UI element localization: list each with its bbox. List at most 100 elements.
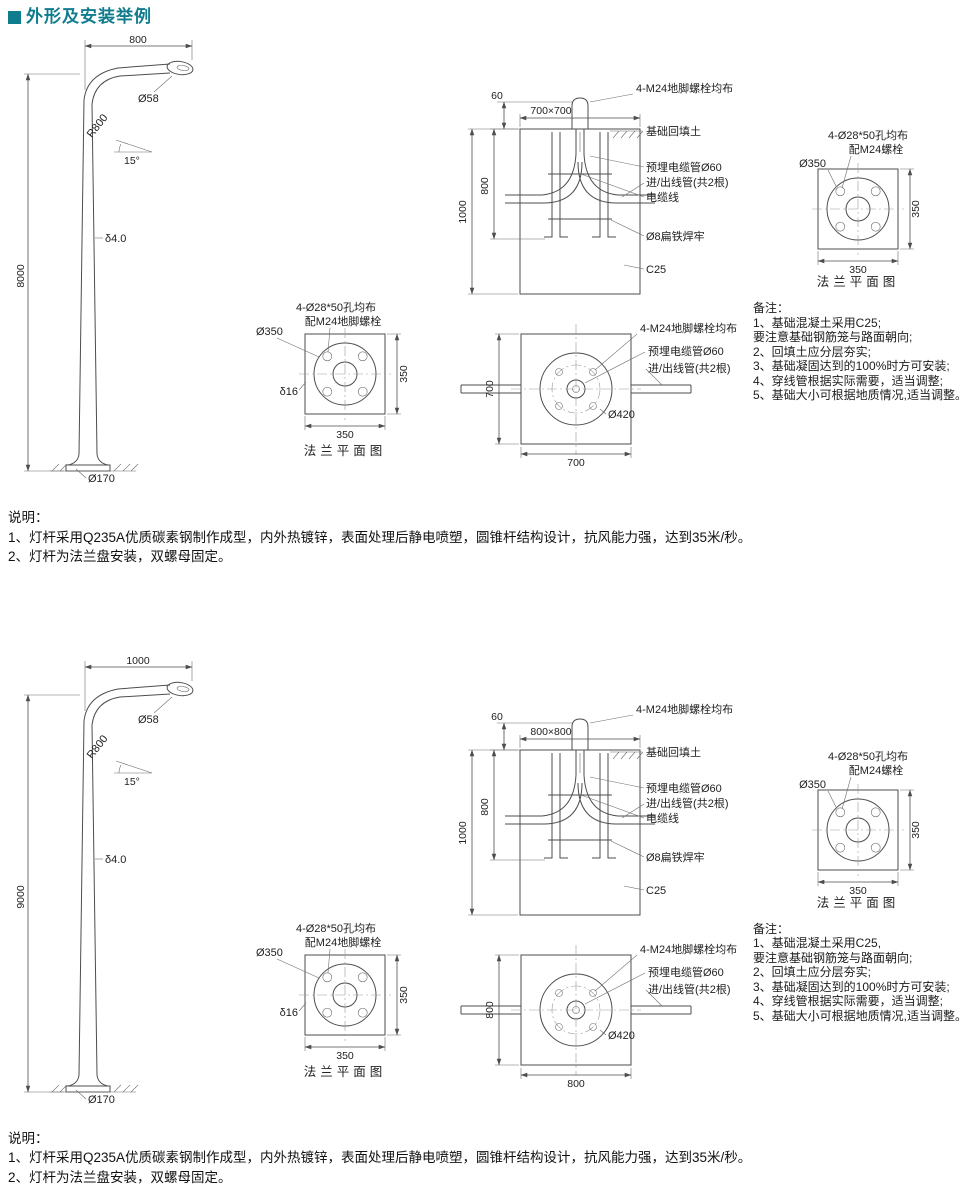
foundation-plan-view: 4-M24地脚螺栓均布 预埋电缆管Ø60 进/出线管(共2根) Ø420 800… bbox=[460, 942, 737, 1090]
flange-dia-label: Ø350 bbox=[256, 326, 283, 338]
drawing-section: 1000 9000 Ø58 R800 15° δ4.0 Ø170 bbox=[0, 655, 980, 1188]
flange-plan-right: 4-Ø28*50孔均布 配M24螺栓 Ø350 350 350 法兰平面图 bbox=[799, 129, 922, 289]
cable-pipe-label: 预埋电缆管Ø60 bbox=[646, 160, 722, 174]
conduit-right bbox=[577, 153, 655, 204]
pipe-right bbox=[631, 384, 692, 394]
arm-length-dim: 1000 bbox=[126, 655, 150, 667]
conduit-left bbox=[505, 153, 583, 204]
notes-block: 备注： 1、基础混凝土采用C25, 要注意基础钢筋笼与路面朝向; 2、回填土应分… bbox=[753, 922, 979, 1024]
anchor-bolt-stub bbox=[571, 97, 589, 129]
ground-hatch bbox=[50, 1084, 139, 1092]
backfill-label: 基础回填土 bbox=[646, 745, 701, 759]
backfill-hatch bbox=[610, 751, 644, 759]
plan-width-dim: 800 bbox=[567, 1078, 585, 1090]
bolt-protrusion-dim: 60 bbox=[491, 90, 503, 102]
lamp-head bbox=[166, 681, 194, 696]
flange-width-dim: 350 bbox=[336, 429, 354, 441]
arm-dia-label: Ø58 bbox=[138, 93, 159, 105]
concrete-grade-label: C25 bbox=[646, 264, 666, 276]
note-line: 要注意基础钢筋笼与路面朝向; bbox=[753, 950, 913, 965]
flange2-height-dim: 350 bbox=[910, 200, 922, 218]
tilt-angle-label: 15° bbox=[124, 155, 140, 167]
flange2-dia-label: Ø350 bbox=[799, 779, 826, 791]
wall-thickness-label: δ4.0 bbox=[105, 854, 126, 866]
flange2-width-dim: 350 bbox=[849, 885, 867, 897]
flange2-caption: 法兰平面图 bbox=[817, 275, 900, 289]
note-line: 3、基础凝固达到的100%时方可安装; bbox=[753, 979, 950, 994]
foundation-section-view: 60 800×800 4-M24地脚螺栓均布 基础回填土 预埋电缆管Ø60 进/… bbox=[457, 702, 733, 915]
pole-elevation: 800 8000 Ø58 R800 15° δ4.0 Ø170 bbox=[15, 34, 194, 485]
bolt-hole bbox=[322, 351, 333, 362]
bolt-depth-dim: 800 bbox=[479, 798, 491, 816]
note-line: 5、基础大小可根据地质情况,适当调整。 bbox=[753, 388, 968, 402]
flat-iron-label: Ø8扁铁焊牢 bbox=[646, 850, 705, 864]
flange-width-dim: 350 bbox=[336, 1050, 354, 1062]
anchor-bolt-stub bbox=[571, 717, 589, 750]
cable-pipe-label: 预埋电缆管Ø60 bbox=[646, 781, 722, 795]
flange-dia-label: Ø350 bbox=[256, 947, 283, 959]
flat-iron-ties bbox=[548, 173, 612, 220]
flange-holes-label: 4-Ø28*50孔均布 bbox=[296, 922, 376, 935]
pipe-left bbox=[460, 384, 521, 394]
pole-base-plate bbox=[65, 464, 111, 472]
flange2-holes-label: 4-Ø28*50孔均布 bbox=[828, 129, 908, 142]
flange-plan-left: 4-Ø28*50孔均布 配M24地脚螺栓 Ø350 δ16 350 350 法兰… bbox=[256, 922, 410, 1079]
flange-thickness-label: δ16 bbox=[280, 386, 298, 398]
flange2-caption: 法兰平面图 bbox=[817, 896, 900, 910]
backfill-hatch bbox=[610, 130, 644, 139]
plan-bolts-label: 4-M24地脚螺栓均布 bbox=[640, 942, 737, 956]
flange-holes-label: 4-Ø28*50孔均布 bbox=[296, 301, 376, 314]
technical-drawing: 1000 9000 Ø58 R800 15° δ4.0 Ø170 bbox=[15, 655, 922, 1106]
note-line: 4、穿线管根据实际需要，适当调整; bbox=[753, 994, 944, 1008]
foundation-plan-view: 4-M24地脚螺栓均布 预埋电缆管Ø60 进/出线管(共2根) Ø420 700… bbox=[460, 321, 737, 469]
flange-height-dim: 350 bbox=[398, 986, 410, 1004]
base-dia-label: Ø170 bbox=[88, 1094, 115, 1106]
note-line: 1、基础混凝土采用C25, bbox=[753, 936, 882, 950]
ground-hatch bbox=[50, 463, 139, 472]
foundation-size-dim: 700×700 bbox=[530, 105, 571, 117]
pole-height-dim: 8000 bbox=[15, 264, 27, 288]
bolt-protrusion-dim: 60 bbox=[491, 711, 503, 723]
flange-bolts-label: 配M24地脚螺栓 bbox=[305, 314, 381, 328]
flat-iron-ties bbox=[548, 794, 612, 840]
tilt-angle-label: 15° bbox=[124, 776, 140, 788]
inout-pipe-label: 进/出线管(共2根) bbox=[646, 796, 729, 810]
notes-block: 备注： 1、基础混凝土采用C25; 要注意基础钢筋笼与路面朝向; 2、回填土应分… bbox=[753, 301, 979, 403]
cable-label: 电缆线 bbox=[646, 811, 679, 825]
note-line: 4、穿线管根据实际需要，适当调整; bbox=[753, 373, 944, 388]
description-line: 1、灯杆采用Q235A优质碳素钢制作成型，内外热镀锌，表面处理后静电喷塑，圆锥杆… bbox=[8, 529, 752, 545]
bend-radius-label: R800 bbox=[85, 733, 111, 761]
foundation-circle bbox=[539, 352, 613, 426]
bend-radius-label: R800 bbox=[85, 112, 111, 140]
description-title: 说明： bbox=[8, 1130, 49, 1146]
bolt-hole bbox=[555, 368, 563, 376]
wall-thickness-label: δ4.0 bbox=[105, 233, 126, 245]
plan-cable-pipe-label: 预埋电缆管Ø60 bbox=[648, 344, 724, 358]
pole-base-plate bbox=[65, 1085, 111, 1092]
foundation-depth-dim: 1000 bbox=[457, 200, 469, 224]
plan-circle-dia-label: Ø420 bbox=[608, 409, 635, 421]
notes-title: 备注： bbox=[753, 921, 790, 936]
flange-caption: 法兰平面图 bbox=[304, 1065, 387, 1079]
note-line: 2、回填土应分层夯实; bbox=[753, 344, 872, 359]
pole-elevation: 1000 9000 Ø58 R800 15° δ4.0 Ø170 bbox=[15, 655, 194, 1106]
bolt-depth-dim: 800 bbox=[479, 177, 491, 195]
arm-length-dim: 800 bbox=[129, 34, 147, 46]
anchor-bolts-label: 4-M24地脚螺栓均布 bbox=[636, 81, 733, 95]
pole-height-dim: 9000 bbox=[15, 885, 27, 909]
flange2-bolts-label: 配M24螺栓 bbox=[849, 142, 903, 156]
pole-shaft bbox=[78, 720, 85, 1075]
plan-cable-pipe-label: 预埋电缆管Ø60 bbox=[648, 965, 724, 979]
concrete-block bbox=[519, 749, 641, 915]
bolt-hole bbox=[322, 971, 333, 982]
page-header: 外形及安装举例 bbox=[0, 0, 980, 34]
base-dia-label: Ø170 bbox=[88, 473, 115, 485]
sections-container: 800 8000 Ø58 R800 15° δ4.0 Ø170 bbox=[0, 34, 980, 1187]
conduit-left bbox=[505, 774, 583, 824]
pole-shaft bbox=[78, 99, 85, 455]
plan-width-dim: 700 bbox=[567, 457, 585, 469]
anchor-bolts bbox=[544, 752, 616, 858]
note-line: 3、基础凝固达到的100%时方可安装; bbox=[753, 359, 950, 373]
anchor-bolts-label: 4-M24地脚螺栓均布 bbox=[636, 702, 733, 716]
flange2-height-dim: 350 bbox=[910, 821, 922, 839]
